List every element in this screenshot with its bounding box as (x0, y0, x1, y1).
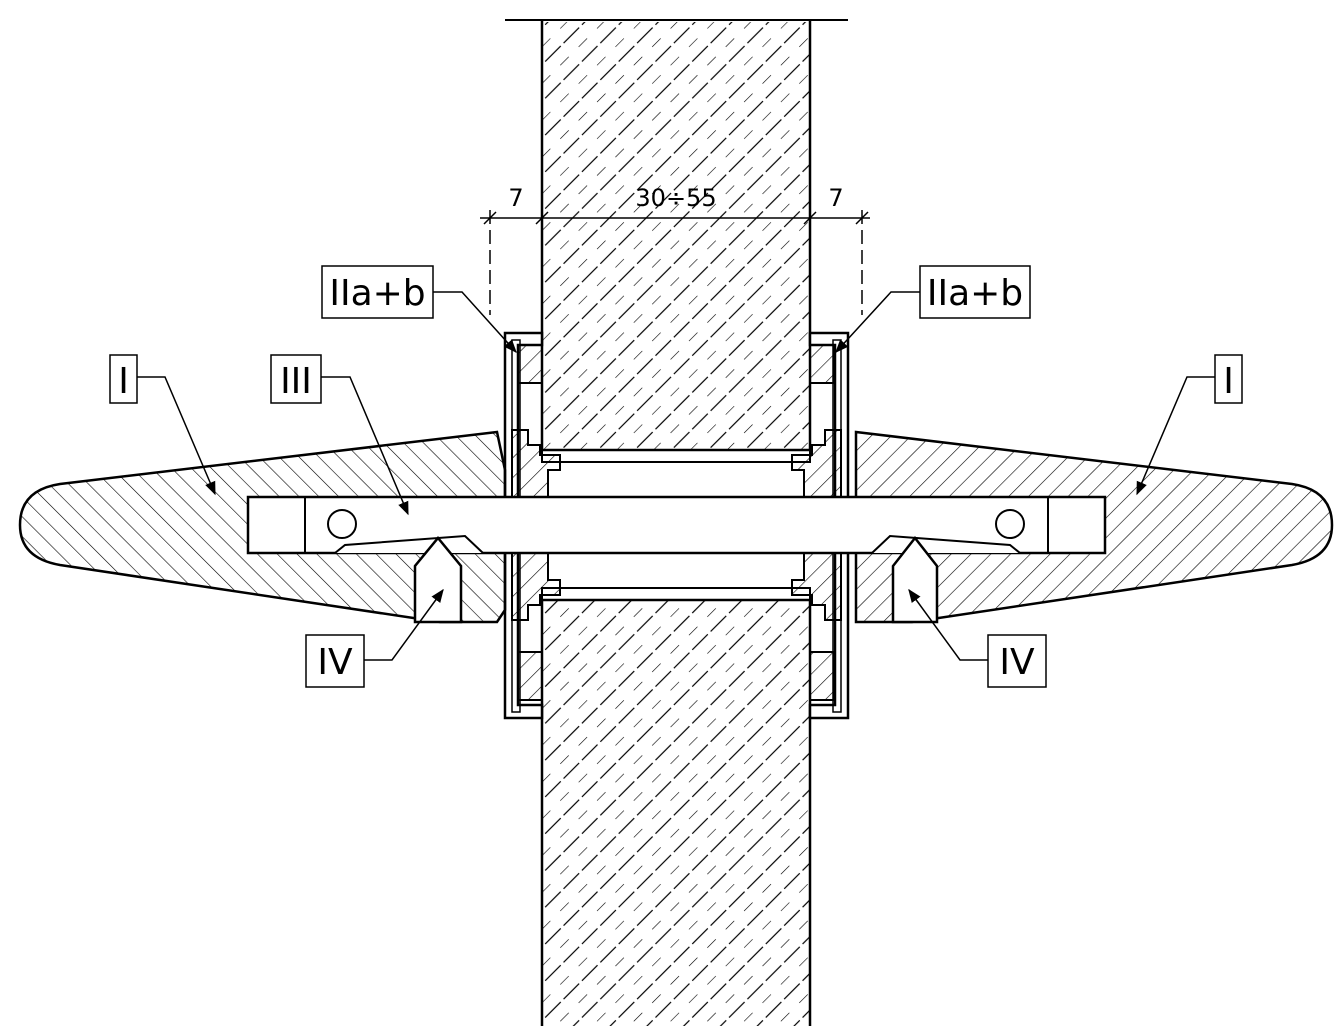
seal-blocks (517, 344, 835, 701)
callout-right-lock: IV (987, 634, 1047, 688)
right-lock-pin (871, 534, 1021, 624)
callout-spindle: III (270, 354, 322, 404)
label-left-handle: I (118, 361, 129, 402)
label-left-seal: IIa+b (329, 273, 425, 314)
label-right-seal: IIa+b (927, 273, 1023, 314)
label-right-lock: IV (999, 642, 1035, 683)
label-left-lock: IV (317, 642, 353, 683)
dimension-wall-thickness: 30÷55 (635, 184, 716, 212)
callout-left-seal: IIa+b (321, 265, 434, 319)
dimension-left-gap: 7 (508, 184, 523, 212)
label-right-handle: I (1223, 361, 1234, 402)
label-spindle: III (280, 361, 312, 402)
door-leaf (505, 19, 848, 1026)
callout-right-handle: I (1214, 354, 1243, 404)
callout-right-seal: IIa+b (919, 265, 1031, 319)
dimension-lines (480, 200, 870, 315)
left-lock-pin (334, 534, 484, 624)
dimension-right-gap: 7 (828, 184, 843, 212)
callout-left-handle: I (109, 354, 138, 404)
callout-left-lock: IV (305, 634, 365, 688)
callout-leaders (137, 291, 1215, 661)
